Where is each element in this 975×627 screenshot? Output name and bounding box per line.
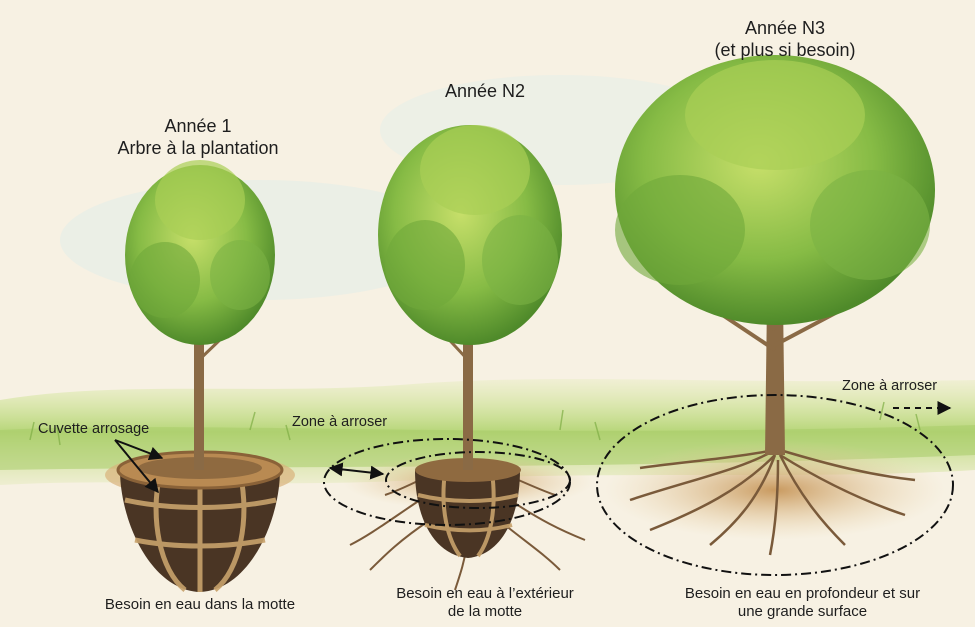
stage3-caption-line1: Besoin en eau en profondeur et sur — [650, 585, 955, 603]
stage3-title-line2: (et plus si besoin) — [680, 40, 890, 62]
canopy-year3 — [615, 55, 935, 325]
stage1-caption: Besoin en eau dans la motte — [60, 596, 340, 614]
stage1-title: Année 1 Arbre à la plantation — [83, 116, 313, 159]
stage2-title-line1: Année N2 — [395, 81, 575, 103]
stage1-title-line2: Arbre à la plantation — [83, 138, 313, 160]
stage3-title-line1: Année N3 — [680, 18, 890, 40]
stage3-caption-line2: une grande surface — [650, 603, 955, 621]
zone-label-year2: Zone à arroser — [292, 414, 387, 431]
stage2-caption: Besoin en eau à l’extérieur de la motte — [360, 585, 610, 621]
cuvette-label: Cuvette arrosage — [38, 421, 149, 438]
stage3-title: Année N3 (et plus si besoin) — [680, 18, 890, 61]
canopy-year2 — [378, 125, 562, 345]
stage3-caption: Besoin en eau en profondeur et sur une g… — [650, 585, 955, 621]
stage1-title-line1: Année 1 — [83, 116, 313, 138]
stage2-caption-line1: Besoin en eau à l’extérieur — [360, 585, 610, 603]
stage1-caption-line1: Besoin en eau dans la motte — [60, 596, 340, 614]
stage2-caption-line2: de la motte — [360, 603, 610, 621]
zone-label-year3: Zone à arroser — [842, 378, 937, 395]
stage2-title: Année N2 — [395, 81, 575, 103]
